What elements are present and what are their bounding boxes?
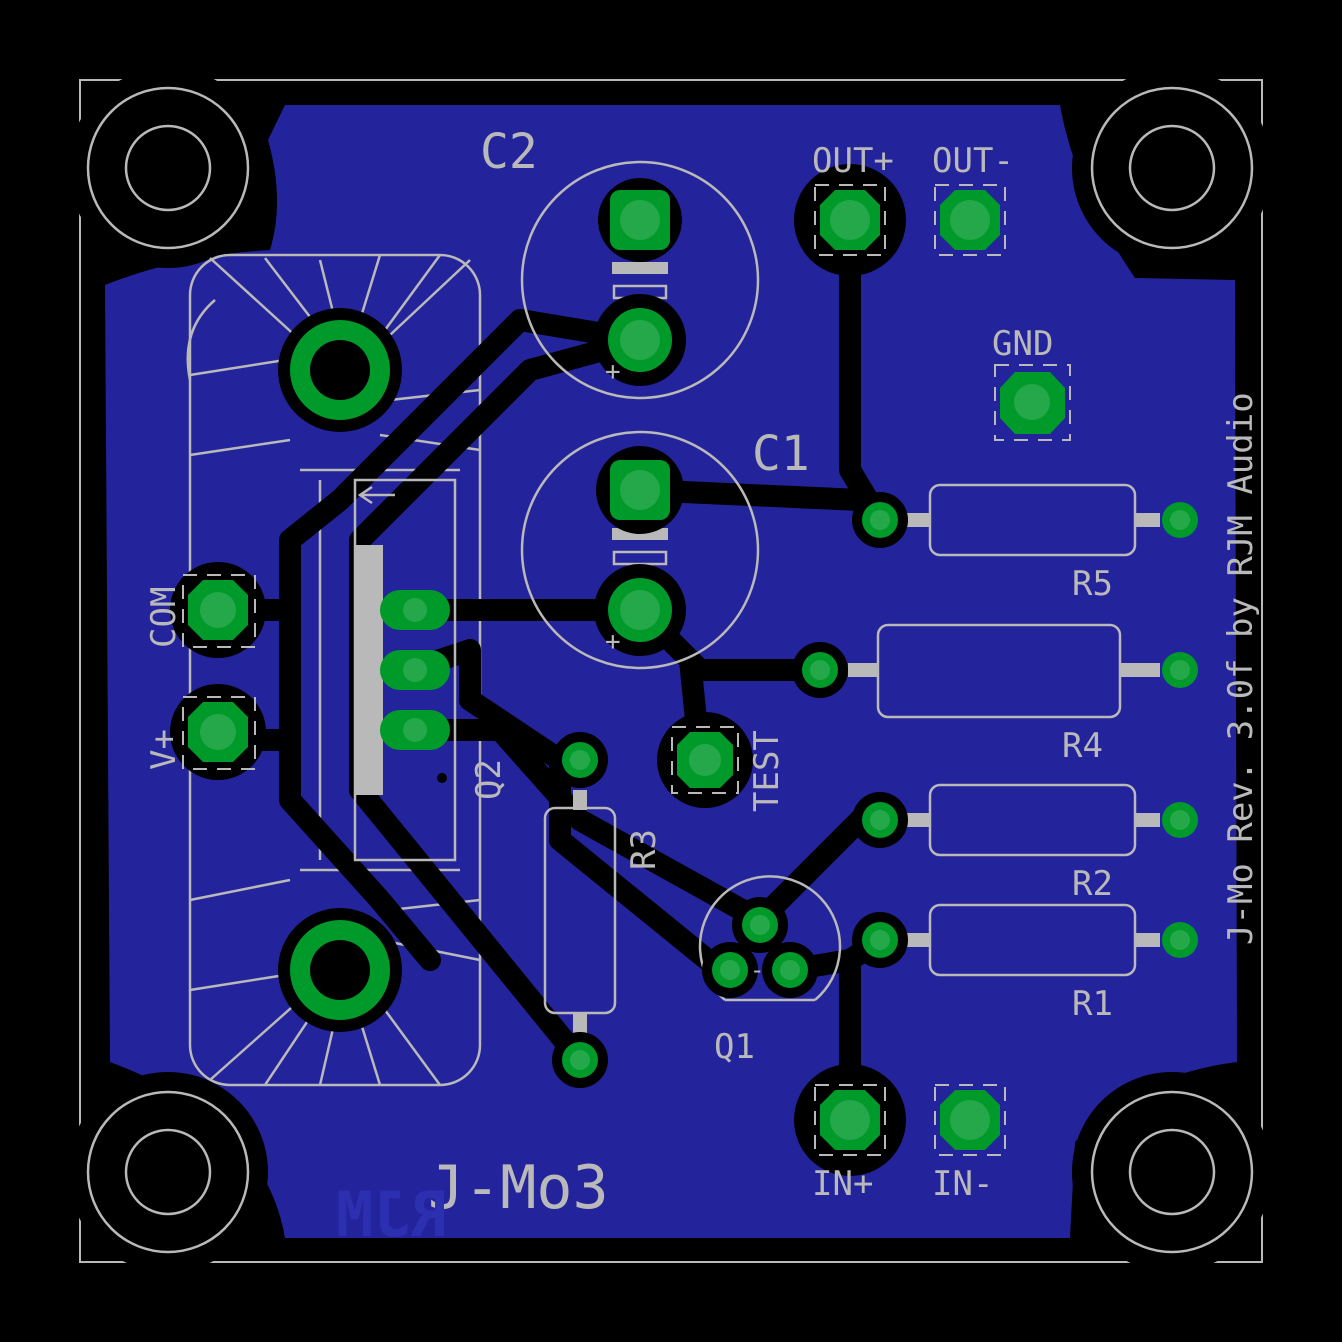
q2-label: Q2 — [469, 759, 509, 800]
board-outline — [79, 79, 1263, 1263]
resistor-r5: R5 — [852, 483, 1198, 604]
rjm-logo: RJM — [336, 1178, 448, 1251]
c1-label: C1 — [752, 426, 810, 482]
heatsink-mount-pads — [278, 308, 402, 1032]
gnd-label: GND — [992, 324, 1053, 364]
in-minus-label: IN- — [932, 1164, 993, 1204]
out-minus-label: OUT- — [932, 141, 1014, 181]
resistor-r4: R4 — [792, 623, 1198, 766]
connector-gnd[interactable]: GND — [992, 324, 1071, 441]
transistor-q2: Q2 — [353, 478, 509, 862]
c1-plus-label: + — [605, 627, 621, 657]
mounting-holes — [86, 86, 1254, 1254]
credit-text: J-Mo Rev. 3.0f by RJM Audio — [1221, 392, 1261, 945]
in-plus-label: IN+ — [812, 1164, 873, 1204]
c2-plus-label: + — [605, 357, 621, 387]
capacitor-c2: + C2 — [480, 124, 760, 400]
resistor-r3: R3 — [543, 732, 664, 1088]
r5-label: R5 — [1072, 564, 1113, 604]
c2-label: C2 — [480, 124, 538, 180]
r1-label: R1 — [1072, 984, 1113, 1024]
resistor-r1: R1 — [852, 903, 1198, 1024]
transistor-q1: - Q1 — [698, 875, 842, 1067]
test-label: TEST — [747, 730, 787, 812]
connector-com[interactable]: COM — [144, 562, 266, 658]
connector-in-plus[interactable]: IN+ — [794, 1064, 906, 1204]
connector-out-plus[interactable]: OUT+ — [794, 141, 906, 276]
q1-minus-label: - — [750, 956, 764, 984]
com-label: COM — [144, 587, 184, 648]
connector-in-minus[interactable]: IN- — [932, 1084, 1006, 1204]
r3-label: R3 — [624, 829, 664, 870]
r4-label: R4 — [1062, 726, 1103, 766]
r2-label: R2 — [1072, 864, 1113, 904]
q1-label: Q1 — [714, 1027, 755, 1067]
out-plus-label: OUT+ — [812, 141, 894, 181]
v-plus-label: V+ — [144, 729, 184, 770]
resistor-r2: R2 — [852, 783, 1198, 904]
capacitor-c1: + C1 — [520, 426, 810, 670]
connector-test[interactable]: TEST — [657, 712, 787, 812]
connector-out-minus[interactable]: OUT- — [932, 141, 1014, 256]
board-title: J-Mo3 — [428, 1153, 609, 1223]
connector-v-plus[interactable]: V+ — [144, 684, 266, 780]
mounting-hole-clearances — [68, 68, 1272, 1272]
